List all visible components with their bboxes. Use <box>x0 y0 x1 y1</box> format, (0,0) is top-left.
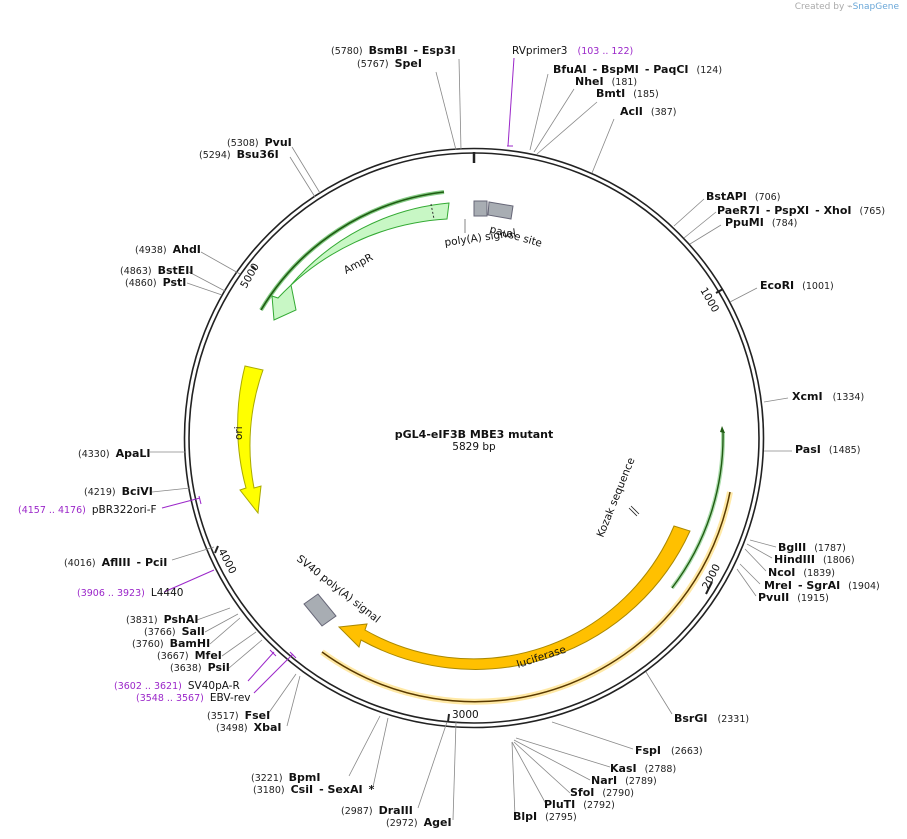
tick-label-3000: 3000 <box>452 709 479 721</box>
plasmid-length: 5829 bp <box>452 441 496 453</box>
feature-kozak[interactable]: Kozak sequence <box>595 456 640 539</box>
feature-label-ori: ori <box>233 426 245 440</box>
leader-lines <box>150 58 792 821</box>
enzyme-nhei[interactable]: NheI(181) <box>575 75 637 88</box>
enzyme-pasi[interactable]: PasI(1485) <box>795 443 860 456</box>
enzyme-bsu36i[interactable]: (5294)Bsu36I <box>199 148 279 161</box>
brand-name: SnapGene <box>852 2 899 12</box>
enzyme-pluti[interactable]: PluTI(2792) <box>544 798 615 811</box>
plasmid-name: pGL4-eIF3B MBE3 mutant <box>395 428 553 441</box>
enzyme-pshai[interactable]: (3831)PshAI <box>126 613 198 626</box>
enzyme-psii[interactable]: (3638)PsiI <box>170 661 230 674</box>
enzyme-bsrgi[interactable]: BsrGI(2331) <box>674 712 749 725</box>
feature-ori[interactable]: ori <box>233 365 264 515</box>
enzyme-paer7i-group[interactable]: PaeR7I- PspXI- XhoI(765) <box>717 204 885 217</box>
enzyme-hindiii[interactable]: HindIII(1806) <box>774 553 855 566</box>
enzyme-bcivi[interactable]: (4219)BciVI <box>84 485 153 498</box>
primer-rvprimer3[interactable]: RVprimer3(103 .. 122) <box>512 45 633 57</box>
feature-label-kozak: Kozak sequence <box>595 456 638 539</box>
tick-label-4000: 4000 <box>215 547 238 576</box>
enzyme-bglii[interactable]: BglII(1787) <box>778 541 846 554</box>
primer-l4440[interactable]: (3906 .. 3923)L4440 <box>77 587 183 599</box>
enzyme-psti[interactable]: (4860)PstI <box>125 276 186 289</box>
feature-thin-arrow-head <box>720 426 725 433</box>
enzyme-apali[interactable]: (4330)ApaLI <box>78 447 151 460</box>
enzyme-sfoi[interactable]: SfoI(2790) <box>570 786 634 799</box>
primer-pbr322ori-f[interactable]: (4157 .. 4176)pBR322ori-F <box>18 504 157 516</box>
enzyme-blpi[interactable]: BlpI(2795) <box>513 810 577 823</box>
enzyme-bamhi[interactable]: (3760)BamHI <box>132 637 210 650</box>
enzyme-ppumi[interactable]: PpuMI(784) <box>725 216 797 229</box>
enzyme-nari[interactable]: NarI(2789) <box>591 774 657 787</box>
enzyme-xcmi[interactable]: XcmI(1334) <box>792 390 864 403</box>
enzyme-pvuii[interactable]: PvuII(1915) <box>758 591 829 604</box>
enzyme-bsmbi-esp3i[interactable]: (5780)BsmBI- Esp3I <box>331 44 456 57</box>
enzyme-spei[interactable]: (5767)SpeI <box>357 57 422 70</box>
brand-watermark: Created by ⌁SnapGene <box>795 2 899 12</box>
feature-sv40-polya[interactable]: SV40 poly(A) signal <box>294 553 382 627</box>
backbone-inner <box>183 147 765 729</box>
enzyme-mfei[interactable]: (3667)MfeI <box>157 649 222 662</box>
snapgene-logo-icon: ⌁ <box>847 2 853 12</box>
enzyme-xbai[interactable]: (3498)XbaI <box>216 721 281 734</box>
enzyme-draiii[interactable]: (2987)DraIII <box>341 804 413 817</box>
enzyme-bmti[interactable]: BmtI(185) <box>596 87 659 100</box>
enzyme-bfuai-group[interactable]: BfuAI- BspMI- PaqCI(124) <box>553 63 722 76</box>
enzyme-fspi[interactable]: FspI(2663) <box>635 744 703 757</box>
enzyme-agei[interactable]: (2972)AgeI <box>386 816 452 829</box>
enzyme-kasi[interactable]: KasI(2788) <box>610 762 676 775</box>
enzyme-afliii-pcii[interactable]: (4016)AflIII- PciI <box>64 556 167 569</box>
enzyme-acli[interactable]: AclI(387) <box>620 105 676 118</box>
feature-label-sv40-polya: SV40 poly(A) signal <box>294 553 382 626</box>
enzyme-pvui[interactable]: (5308)PvuI <box>227 136 292 149</box>
primer-leaders <box>161 57 515 694</box>
feature-label-pause-site: pause site <box>488 223 543 249</box>
feature-ampr[interactable]: AmpR <box>259 190 450 321</box>
enzyme-bsteii[interactable]: (4863)BstEII <box>120 264 193 277</box>
enzyme-ecori[interactable]: EcoRI(1001) <box>760 279 834 292</box>
enzyme-bstapi[interactable]: BstAPI(706) <box>706 190 780 203</box>
enzyme-bpmi[interactable]: (3221)BpmI <box>251 771 320 784</box>
enzyme-mrei-sgrai[interactable]: MreI- SgrAI(1904) <box>764 579 880 592</box>
enzyme-ncoi[interactable]: NcoI(1839) <box>768 566 835 579</box>
created-by-text: Created by <box>794 2 845 12</box>
feature-luciferase[interactable]: luciferase <box>320 491 733 705</box>
enzyme-csii-sexai[interactable]: (3180)CsiI- SexAI* <box>253 783 375 796</box>
enzyme-ahdi[interactable]: (4938)AhdI <box>135 243 201 256</box>
enzyme-sali[interactable]: (3766)SalI <box>144 625 205 638</box>
feature-label-ampr: AmpR <box>342 251 375 276</box>
primer-ebv-rev[interactable]: (3548 .. 3567)EBV-rev <box>136 692 251 704</box>
feature-thin-arrow-line <box>671 431 724 589</box>
enzyme-fsei[interactable]: (3517)FseI <box>207 709 270 722</box>
primer-sv40pa-r[interactable]: (3602 .. 3621)SV40pA-R <box>114 680 240 692</box>
